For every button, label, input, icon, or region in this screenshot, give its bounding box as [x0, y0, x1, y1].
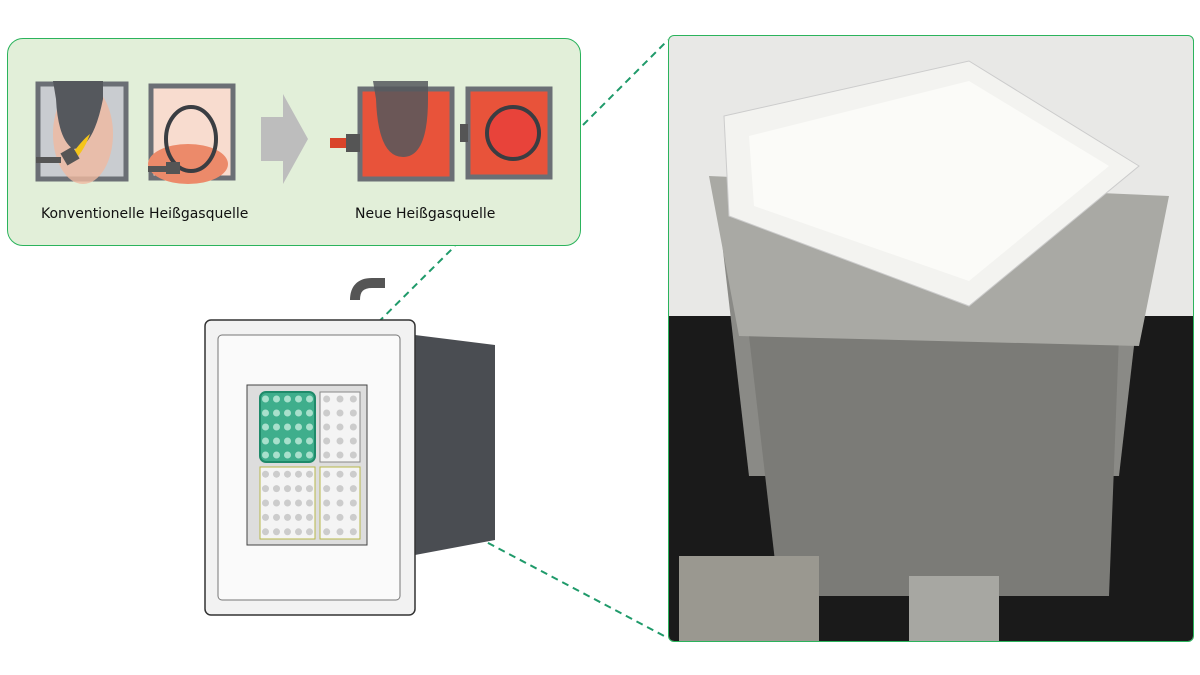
connector-line-bottom	[349, 469, 669, 639]
connector-line-mid	[309, 245, 456, 391]
comparison-panel: Konventionelle Heißgasquelle Neue Heißga…	[7, 38, 581, 246]
heat-source-illustrations	[35, 81, 553, 184]
label-conventional: Konventionelle Heißgasquelle	[41, 206, 249, 222]
burner-photo-illustration	[669, 60, 1193, 641]
conventional-tube-icon	[148, 83, 236, 184]
arrow-icon	[261, 94, 308, 184]
new-tube-icon	[460, 86, 553, 180]
label-new: Neue Heißgasquelle	[355, 206, 496, 222]
conventional-crucible-icon	[35, 81, 129, 184]
connector-line-top	[582, 39, 669, 126]
burner-photo	[668, 35, 1194, 642]
new-crucible-icon	[330, 81, 455, 182]
